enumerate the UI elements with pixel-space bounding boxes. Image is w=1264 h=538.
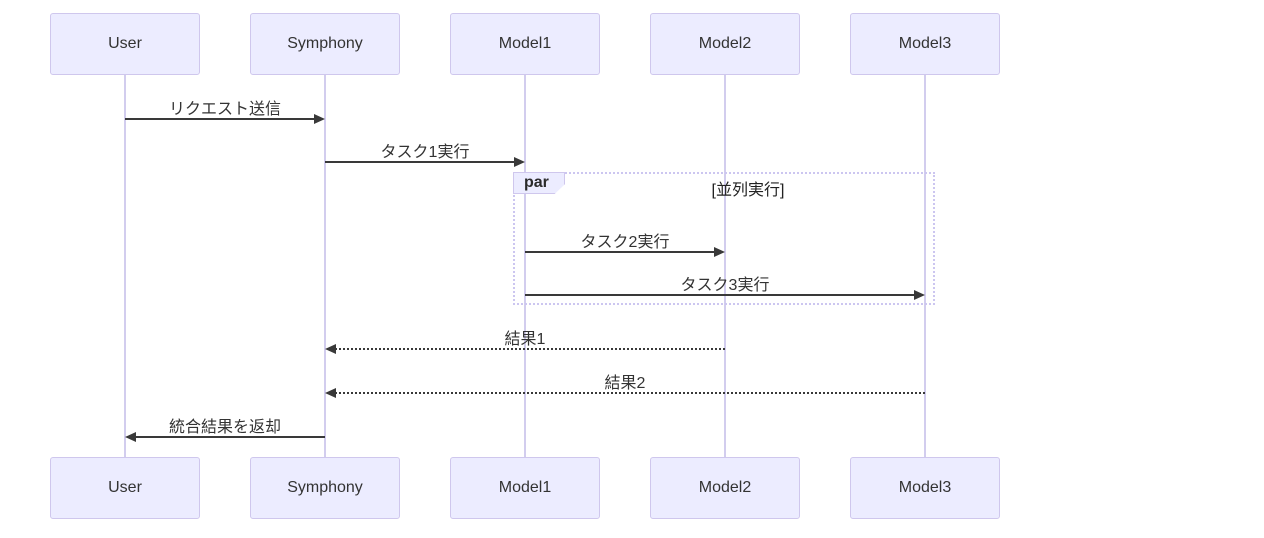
actor-user-top: User: [50, 13, 200, 75]
actor-label: Symphony: [287, 479, 363, 496]
lifeline-model2: [724, 75, 726, 457]
lifeline-model3: [924, 75, 926, 457]
actor-model1-bottom: Model1: [450, 457, 600, 519]
par-fragment-operator: par: [513, 172, 565, 194]
lifeline-user: [124, 75, 126, 457]
lifeline-symphony: [324, 75, 326, 457]
message-label: リクエスト送信: [168, 101, 281, 118]
par-fragment-frame: [513, 172, 935, 305]
actor-symphony-top: Symphony: [250, 13, 400, 75]
arrowhead-right-icon: [914, 290, 925, 300]
message-arrow-line: [135, 436, 325, 438]
actor-symphony-bottom: Symphony: [250, 457, 400, 519]
actor-model3-top: Model3: [850, 13, 1000, 75]
actor-user-bottom: User: [50, 457, 200, 519]
arrowhead-left-icon: [325, 344, 336, 354]
actor-label: Model2: [698, 35, 752, 52]
par-fragment-condition: [並列実行]: [711, 182, 785, 199]
par-operator-label: par: [524, 174, 549, 191]
message-label: タスク1実行: [380, 144, 470, 161]
actor-label: Model3: [898, 35, 952, 52]
message-label: タスク3実行: [680, 277, 770, 294]
actor-label: Model3: [898, 479, 952, 496]
message-arrow-line: [125, 118, 316, 120]
lifeline-model1: [524, 75, 526, 457]
message-arrow-line: [325, 161, 516, 163]
message-label: 統合結果を返却: [168, 419, 281, 436]
actor-model1-top: Model1: [450, 13, 600, 75]
actor-model3-bottom: Model3: [850, 457, 1000, 519]
actor-model2-top: Model2: [650, 13, 800, 75]
arrowhead-left-icon: [125, 432, 136, 442]
arrowhead-right-icon: [714, 247, 725, 257]
actor-model2-bottom: Model2: [650, 457, 800, 519]
message-label: タスク2実行: [580, 234, 670, 251]
actor-label: User: [108, 479, 142, 496]
message-return-line: [335, 348, 725, 350]
arrowhead-left-icon: [325, 388, 336, 398]
actor-label: Model1: [498, 479, 552, 496]
actor-label: User: [108, 35, 142, 52]
message-label: 結果1: [504, 331, 546, 348]
message-label: 結果2: [604, 375, 646, 392]
arrowhead-right-icon: [514, 157, 525, 167]
message-arrow-line: [525, 251, 716, 253]
message-arrow-line: [525, 294, 916, 296]
arrowhead-right-icon: [314, 114, 325, 124]
actor-label: Model2: [698, 479, 752, 496]
actor-label: Symphony: [287, 35, 363, 52]
actor-label: Model1: [498, 35, 552, 52]
message-return-line: [335, 392, 925, 394]
